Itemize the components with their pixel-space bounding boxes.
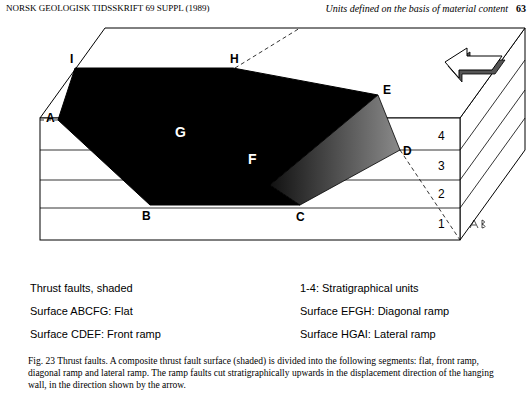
layer-number: 3 [438, 160, 445, 173]
point-letter: A [46, 112, 55, 125]
key-text: Surface HGAI: Lateral ramp [300, 328, 436, 340]
key-text: Surface ABCFG: Flat [30, 305, 133, 317]
surface-letter: G [175, 125, 186, 140]
hidden-edges [40, 28, 460, 240]
figure-caption: Fig. 23 Thrust faults. A composite thrus… [28, 356, 508, 392]
point-letter: D [403, 145, 412, 158]
point-letter: C [296, 211, 305, 224]
layer-lines [40, 60, 525, 208]
displacement-arrow [445, 48, 505, 82]
key-text: Surface CDEF: Front ramp [30, 328, 161, 340]
key-text: Surface EFGH: Diagonal ramp [300, 305, 449, 317]
surface-letter: F [248, 152, 257, 167]
signature-mark [470, 220, 485, 228]
layer-number: 1 [438, 218, 445, 231]
point-letter: B [142, 210, 151, 223]
key-text: 1-4: Stratigraphical units [300, 282, 419, 294]
layer-number: 4 [438, 130, 445, 143]
point-letter: E [383, 84, 391, 97]
layer-number: 2 [438, 188, 445, 201]
key-text: Thrust faults, shaded [30, 282, 133, 294]
point-letter: I [70, 53, 73, 66]
page-number: 63 [516, 3, 526, 14]
point-letter: H [230, 53, 239, 66]
front-ramp [270, 95, 400, 205]
running-head: NORSK GEOLOGISK TIDSSKRIFT 69 SUPPL (198… [6, 4, 210, 14]
running-head: Units defined on the basis of material c… [326, 3, 508, 14]
